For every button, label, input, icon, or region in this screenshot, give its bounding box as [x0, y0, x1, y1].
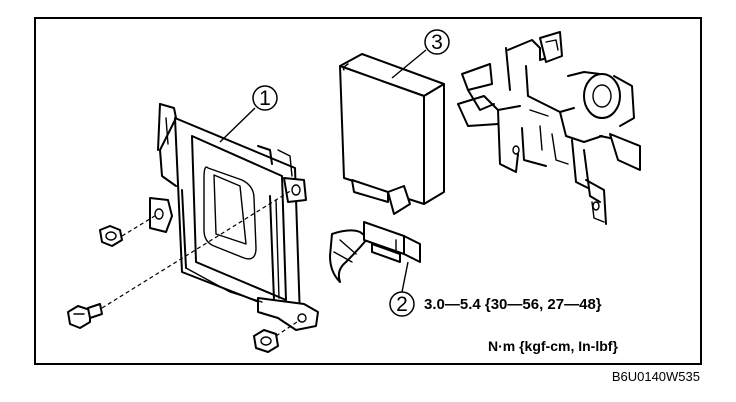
lower-nut — [253, 319, 301, 353]
upper-nut — [99, 213, 159, 247]
diagram-border — [34, 17, 702, 365]
torque-spec: 3.0—5.4 {30—56, 27—48} — [424, 296, 602, 313]
bolt — [67, 189, 293, 329]
callout-1-number: 1 — [259, 87, 271, 110]
callout-3-number: 3 — [431, 31, 443, 54]
callout-3: 3 — [391, 29, 450, 79]
callout-1: 1 — [219, 85, 278, 143]
torque-units: N·m {kgf-cm, In-lbf} — [488, 338, 618, 354]
mounting-bracket — [149, 103, 319, 331]
control-module — [339, 53, 445, 215]
callout-2: 2 — [389, 261, 415, 317]
callout-2-number: 2 — [396, 293, 408, 316]
figure-code: B6U0140W535 — [612, 369, 700, 384]
mounting-frame — [457, 31, 641, 225]
connector — [329, 221, 421, 283]
